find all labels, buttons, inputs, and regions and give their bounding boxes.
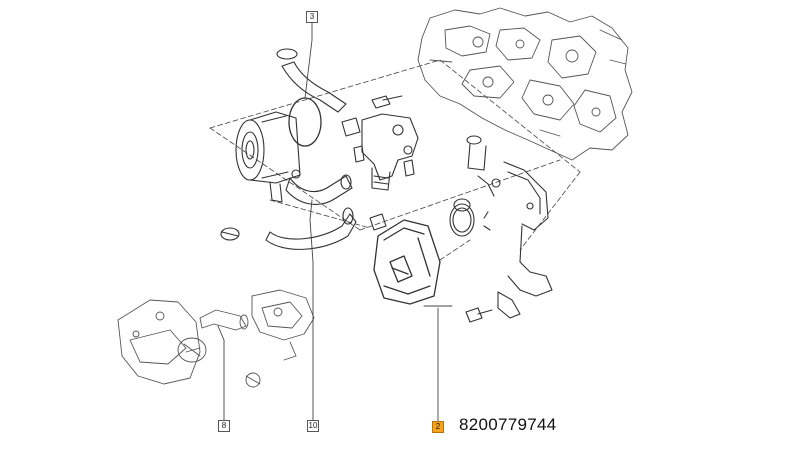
- lower-center-engine-detail: [245, 289, 315, 388]
- lower-left-engine-detail: [117, 299, 249, 385]
- hose-clamp-left: [220, 227, 240, 241]
- bolt-lower-right: [465, 307, 493, 323]
- oil-cooler-selected-part: [373, 219, 441, 305]
- right-coolant-pipe-bracket: [466, 135, 553, 319]
- engine-block-outline: [417, 7, 633, 161]
- bolt-top: [371, 95, 403, 109]
- callout-label-10[interactable]: 10: [307, 420, 319, 432]
- oil-filter-housing: [235, 111, 301, 203]
- mounting-plane-dashed: [209, 59, 581, 261]
- cooler-o-rings: [449, 198, 491, 237]
- upper-coolant-hose: [276, 48, 347, 147]
- callout-label-8[interactable]: 8: [218, 420, 230, 432]
- selected-part-number: 8200779744: [459, 415, 557, 434]
- middle-coolant-hose: [285, 169, 353, 205]
- callout-leader-lines: [217, 22, 453, 422]
- lower-coolant-hose: [265, 207, 387, 250]
- callout-label-2-selected[interactable]: 2: [432, 421, 444, 433]
- callout-label-3[interactable]: 3: [306, 11, 318, 23]
- water-outlet-housing: [341, 113, 419, 191]
